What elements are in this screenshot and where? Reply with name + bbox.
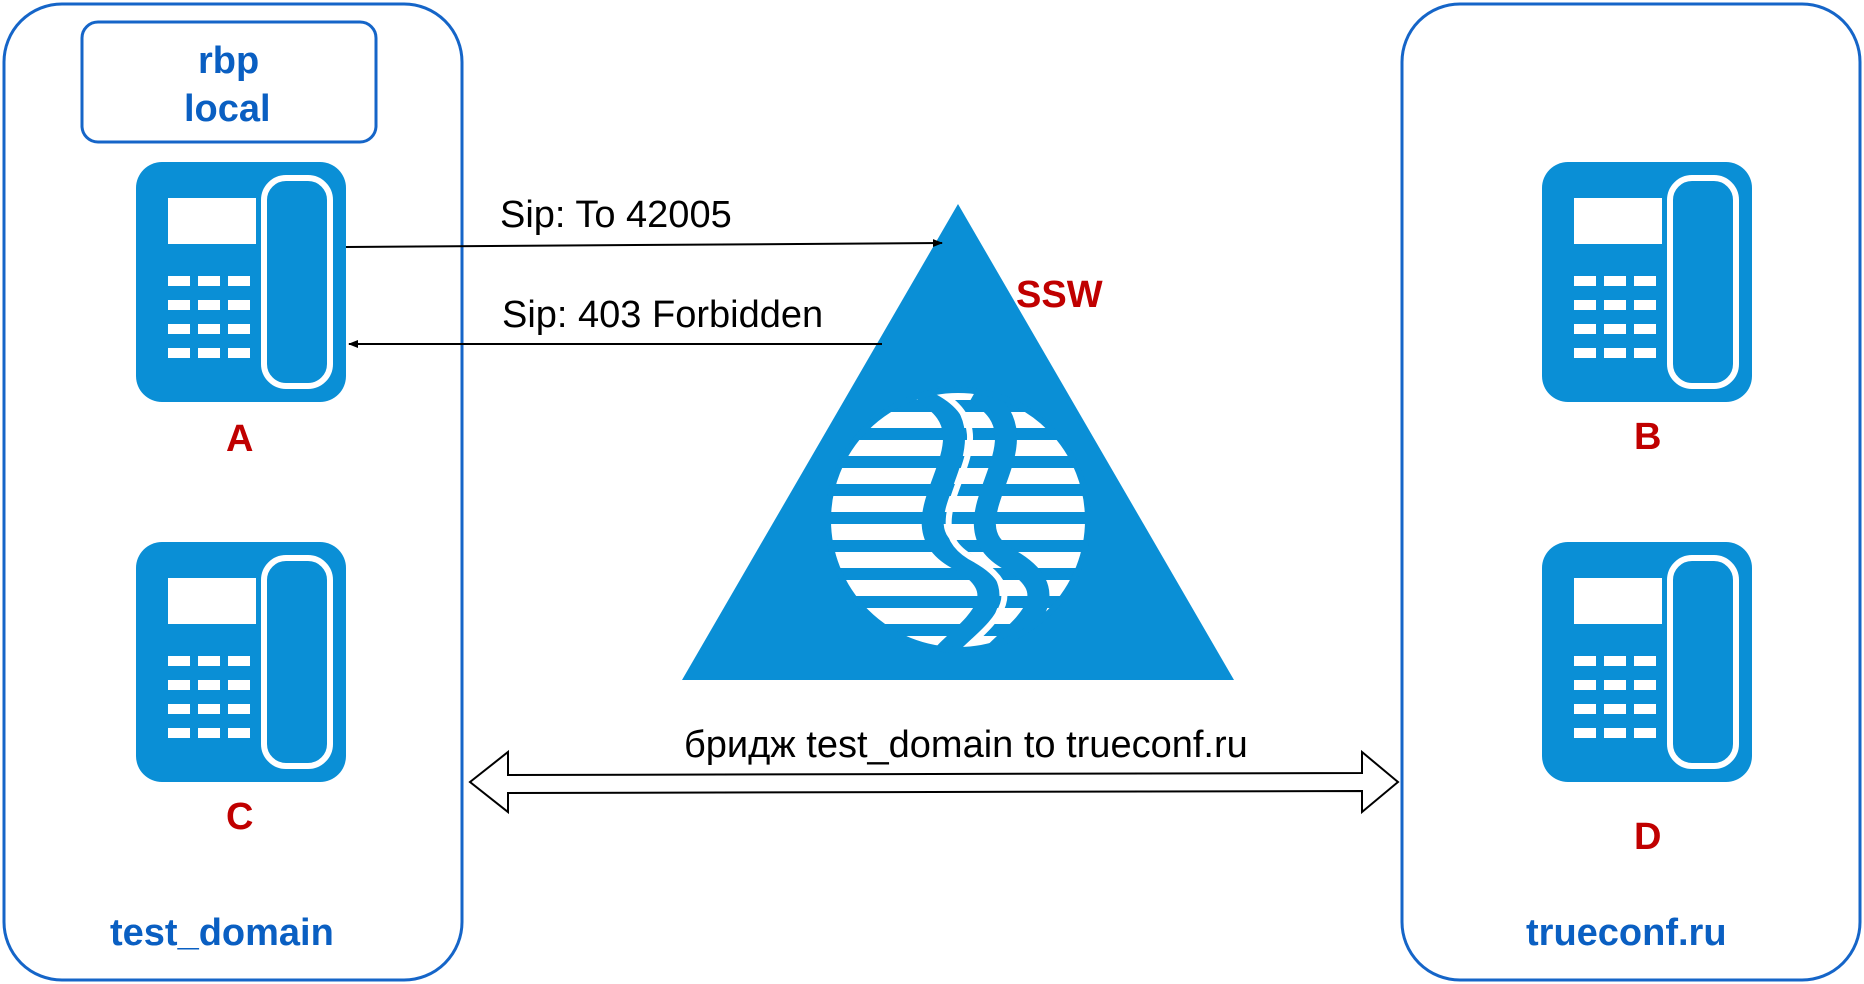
right-domain-label: trueconf.ru (1526, 912, 1727, 954)
bridge-label: бридж test_domain to trueconf.ru (684, 724, 1248, 766)
bridge-double-arrow (468, 749, 1400, 815)
phone-c-icon (136, 542, 346, 782)
phone-a-label: A (226, 418, 254, 460)
sip-request-arrow (345, 239, 943, 248)
phone-d-icon (1542, 542, 1752, 782)
rbp-local-badge (80, 20, 378, 144)
badge-line-rbp: rbp (198, 40, 260, 82)
phone-d-label: D (1634, 816, 1662, 858)
right-domain-box (1400, 2, 1862, 982)
phone-b-label: B (1634, 416, 1662, 458)
badge-line-local: local (184, 88, 271, 130)
softswitch-triangle-icon (682, 204, 1234, 680)
sip-request-label: Sip: To 42005 (500, 194, 732, 236)
phone-a-icon (136, 162, 346, 402)
sip-response-label: Sip: 403 Forbidden (502, 294, 824, 336)
phone-b-icon (1542, 162, 1752, 402)
left-domain-label: test_domain (110, 912, 334, 954)
left-domain-box (2, 2, 464, 982)
phone-c-label: C (226, 796, 254, 838)
ssw-label: SSW (1016, 274, 1103, 316)
